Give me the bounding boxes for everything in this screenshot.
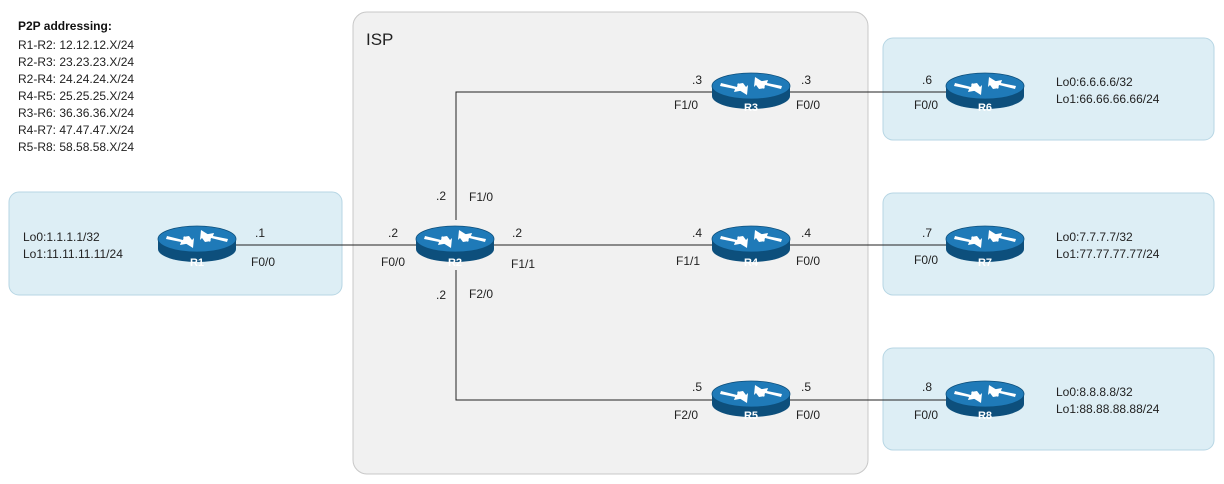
link-r2-r5: [455, 270, 712, 401]
router-label: R2: [448, 257, 462, 269]
router-r5[interactable]: R5: [711, 380, 791, 422]
isp-label: ISP: [366, 30, 393, 49]
r4-interface-label: F0/0: [796, 254, 820, 268]
r4-ip-label: .4: [692, 226, 702, 240]
r6-loopback-1: Lo1:66.66.66.66/24: [1056, 92, 1160, 106]
r3-ip-label: .3: [801, 73, 811, 87]
r8-zone: [882, 347, 1215, 451]
legend-line: R1-R2: 12.12.12.X/24: [18, 38, 134, 52]
r6-interface-label: F0/0: [914, 98, 938, 112]
router-label: R3: [744, 102, 758, 114]
r1-interface-label: F0/0: [251, 255, 275, 269]
r2-ip-label: .2: [436, 189, 446, 203]
r1-ip-label: .1: [255, 226, 265, 240]
r3-interface-label: F0/0: [796, 98, 820, 112]
r5-interface-label: F0/0: [796, 408, 820, 422]
router-r8[interactable]: R8: [945, 380, 1025, 422]
r7-interface-label: F0/0: [914, 253, 938, 267]
r1-loopback-1: Lo1:11.11.11.11/24: [23, 247, 123, 261]
r2-interface-label: F1/0: [469, 190, 493, 204]
router-label: R7: [978, 257, 992, 269]
legend-line: R4-R5: 25.25.25.X/24: [18, 89, 134, 103]
r8-interface-label: F0/0: [914, 408, 938, 422]
p2p-legend: P2P addressing: R1-R2: 12.12.12.X/24 R2-…: [18, 19, 134, 154]
r2-interface-label: F1/1: [511, 257, 535, 271]
router-label: R8: [978, 410, 992, 422]
r2-ip-label: .2: [512, 226, 522, 240]
r3-interface-label: F1/0: [674, 98, 698, 112]
r4-interface-label: F1/1: [676, 254, 700, 268]
router-r7[interactable]: R7: [945, 225, 1025, 269]
r7-zone: [882, 192, 1215, 296]
legend-line: R5-R8: 58.58.58.X/24: [18, 140, 134, 154]
router-r3[interactable]: R3: [711, 72, 791, 114]
legend-line: R2-R3: 23.23.23.X/24: [18, 55, 134, 69]
r2-ip-label: .2: [436, 288, 446, 302]
link-r2-r3: [455, 91, 712, 220]
r5-ip-label: .5: [801, 380, 811, 394]
r8-loopback-1: Lo1:88.88.88.88/24: [1056, 402, 1160, 416]
r2-interface-label: F2/0: [469, 287, 493, 301]
r2-ip-label: .2: [388, 226, 398, 240]
r5-ip-label: .5: [692, 380, 702, 394]
r8-ip-label: .8: [922, 380, 932, 394]
legend-line: R3-R6: 36.36.36.X/24: [18, 106, 134, 120]
legend-line: R4-R7: 47.47.47.X/24: [18, 123, 134, 137]
r7-loopback-0: Lo0:7.7.7.7/32: [1056, 230, 1133, 244]
isp-zone: [352, 11, 869, 475]
router-label: R4: [744, 257, 759, 269]
r7-ip-label: .7: [922, 226, 932, 240]
router-label: R1: [190, 257, 204, 269]
legend-title: P2P addressing:: [18, 19, 112, 33]
r6-ip-label: .6: [922, 73, 932, 87]
router-r2[interactable]: R2: [415, 225, 495, 269]
r3-ip-label: .3: [692, 73, 702, 87]
r7-loopback-1: Lo1:77.77.77.77/24: [1056, 247, 1160, 261]
router-label: R6: [978, 102, 992, 114]
r8-loopback-0: Lo0:8.8.8.8/32: [1056, 385, 1133, 399]
r1-loopback-0: Lo0:1.1.1.1/32: [23, 230, 100, 244]
r6-loopback-0: Lo0:6.6.6.6/32: [1056, 75, 1133, 89]
legend-line: R2-R4: 24.24.24.X/24: [18, 72, 134, 86]
r2-interface-label: F0/0: [381, 255, 405, 269]
router-r4[interactable]: R4: [711, 225, 791, 269]
router-r1[interactable]: R1: [157, 225, 237, 269]
r5-interface-label: F2/0: [674, 408, 698, 422]
r4-ip-label: .4: [801, 226, 811, 240]
r6-zone: [882, 37, 1215, 141]
router-r6[interactable]: R6: [945, 72, 1025, 114]
router-label: R5: [744, 410, 758, 422]
